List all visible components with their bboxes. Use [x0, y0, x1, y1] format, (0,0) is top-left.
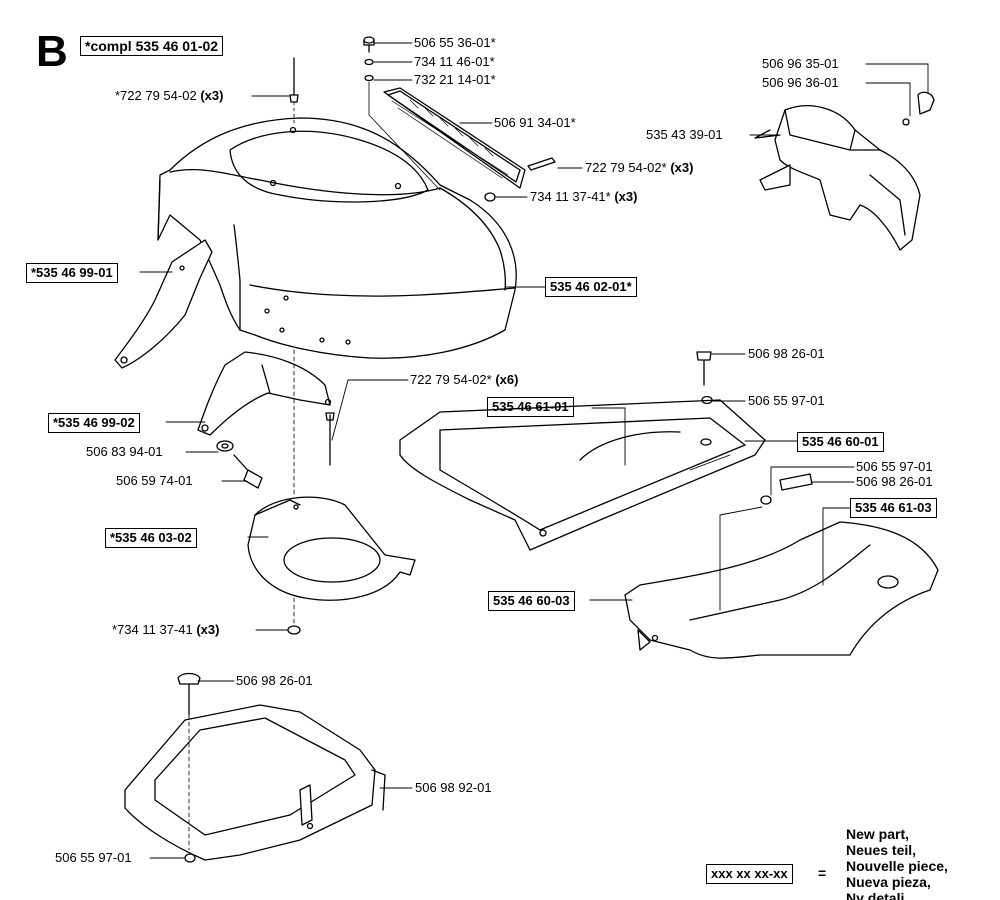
part-label: 506 55 97-01: [856, 459, 933, 474]
legend-code-box: xxx xx xx-xx: [706, 864, 793, 884]
footrest-shape: [624, 521, 939, 659]
part-quantity: (x3): [200, 88, 224, 103]
part-label: *734 11 37-41 (x3): [112, 622, 219, 638]
part-label-boxed: 535 46 61-01: [487, 397, 574, 417]
legend-line: Nueva pieza,: [846, 874, 931, 890]
grille-shape: [383, 87, 526, 189]
part-number: 722 79 54-02*: [410, 372, 492, 387]
part-label: 506 59 74-01: [116, 473, 193, 488]
part-label: 506 98 26-01: [748, 346, 825, 361]
part-number: 722 79 54-02*: [585, 160, 667, 175]
part-label: 506 83 94-01: [86, 444, 163, 459]
part-label: 535 43 39-01: [646, 127, 723, 142]
part-label: 506 55 36-01*: [414, 35, 496, 50]
part-label: 506 55 97-01: [55, 850, 132, 865]
part-label: 722 79 54-02* (x3): [585, 160, 693, 176]
bowl-shape: [247, 496, 416, 601]
part-label: 734 11 46-01*: [414, 54, 495, 69]
side-bracket-mid-shape: [197, 351, 332, 436]
part-label-boxed: 535 46 60-03: [488, 591, 575, 611]
bottom-washer-shape: [287, 625, 301, 635]
part-label: 732 21 14-01*: [414, 72, 496, 87]
legend-line: Ny detalj: [846, 890, 905, 900]
part-label: 506 98 92-01: [415, 780, 492, 795]
grille-screw-shape: [484, 157, 556, 202]
part-label: 506 96 36-01: [762, 75, 839, 90]
part-number: *734 11 37-41: [112, 622, 193, 637]
part-label: 734 11 37-41* (x3): [530, 189, 637, 205]
bottom-bolt-shape: [177, 672, 201, 863]
part-label-boxed: *535 46 03-02: [105, 528, 197, 548]
part-label-boxed: 535 46 61-03: [850, 498, 937, 518]
part-label: *722 79 54-02 (x3): [115, 88, 223, 104]
part-quantity: (x6): [495, 372, 519, 387]
part-label: 722 79 54-02* (x6): [410, 372, 518, 388]
part-label-boxed: 535 46 60-01: [797, 432, 884, 452]
pin-x6-shape: [325, 412, 335, 466]
leader-lines: [139, 42, 929, 859]
part-label-boxed: 535 46 02-01*: [545, 277, 637, 297]
rear-shroud-shape: [754, 91, 935, 251]
section-letter: B: [36, 27, 68, 76]
part-label: 506 98 26-01: [856, 474, 933, 489]
part-quantity: (x3): [196, 622, 220, 637]
part-label: 506 55 97-01: [748, 393, 825, 408]
tray-screws-shape: [696, 351, 813, 505]
washer-bolt-shape: [216, 440, 263, 489]
side-bracket-left-shape: [114, 239, 213, 369]
part-label-boxed: *535 46 99-02: [48, 413, 140, 433]
screw-stack-shape: [363, 36, 441, 191]
legend-equals: =: [818, 865, 827, 881]
part-label: 506 96 35-01: [762, 56, 839, 71]
legend-text: New part, Neues teil, Nouvelle piece, Nu…: [846, 826, 948, 900]
tray-shape: [399, 399, 766, 551]
part-number: 734 11 37-41*: [530, 189, 611, 204]
compl-kit-label: *compl 535 46 01-02: [80, 36, 224, 56]
part-label: 506 91 34-01*: [494, 115, 576, 130]
top-pin-shape: [289, 57, 299, 126]
part-number: *722 79 54-02: [115, 88, 197, 103]
part-quantity: (x3): [614, 189, 638, 204]
bottom-cover-shape: [124, 704, 386, 861]
part-label-boxed: *535 46 99-01: [26, 263, 118, 283]
legend-line: Neues teil,: [846, 842, 917, 858]
main-cover-shape: [157, 117, 517, 359]
part-quantity: (x3): [670, 160, 694, 175]
part-label: 506 98 26-01: [236, 673, 313, 688]
legend-line: Nouvelle piece,: [846, 858, 948, 874]
legend-line: New part,: [846, 826, 910, 842]
